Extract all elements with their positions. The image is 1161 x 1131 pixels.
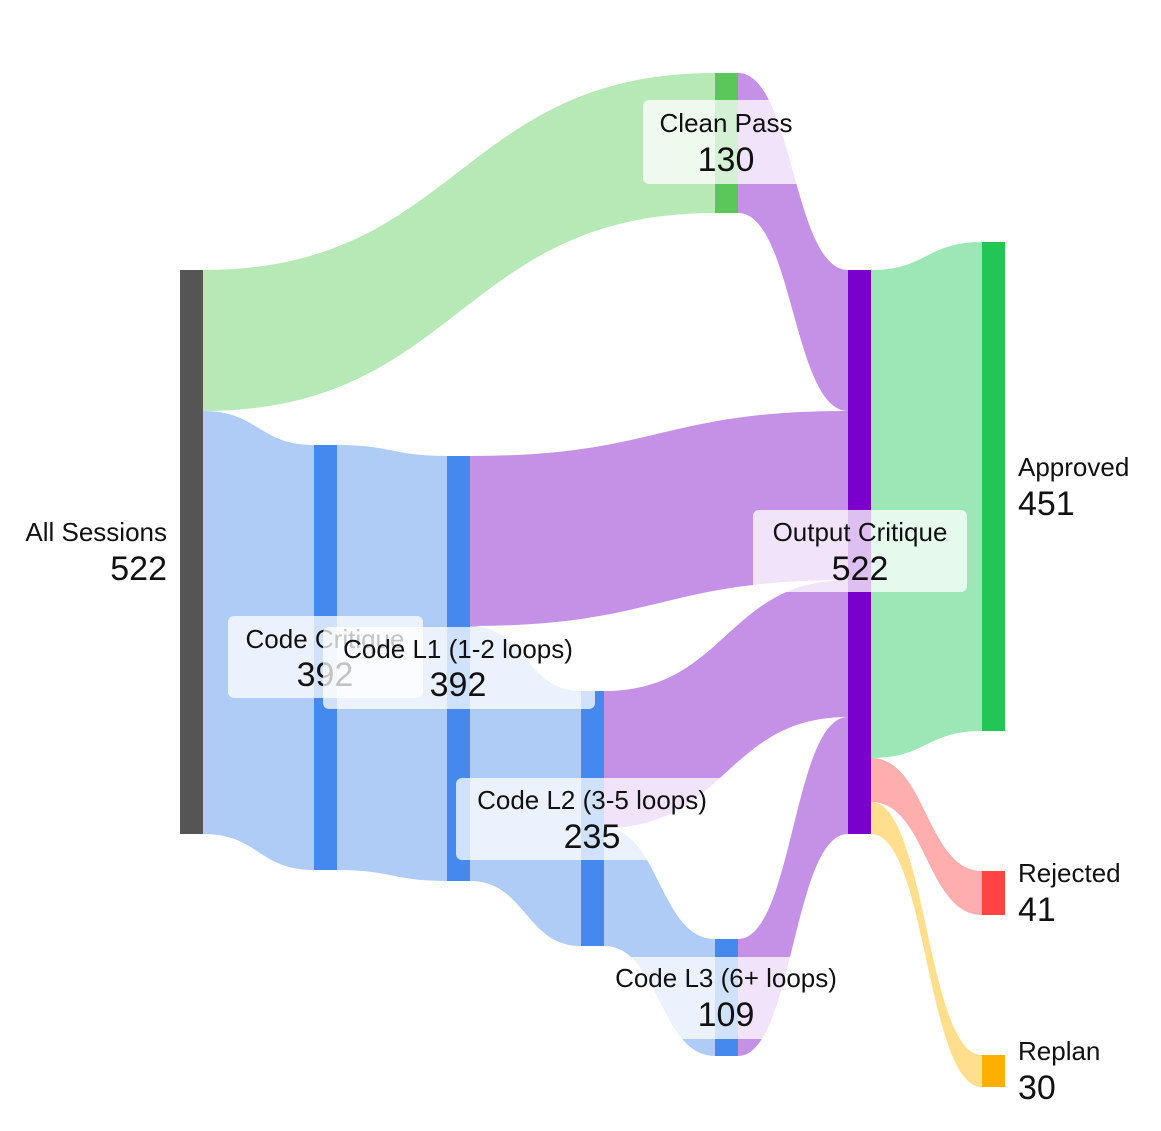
code-l2-name: Code L2 (3-5 loops) bbox=[477, 785, 707, 815]
output-critique-value: 522 bbox=[832, 550, 889, 588]
label-output-critique: Output Critique 522 bbox=[753, 510, 967, 592]
code-l1-value: 392 bbox=[430, 666, 487, 704]
flow-output-to-approved bbox=[871, 242, 982, 758]
code-l3-label-box bbox=[596, 957, 854, 1039]
output-critique-label-box bbox=[753, 510, 967, 592]
replan-name: Replan bbox=[1018, 1036, 1100, 1066]
code-l3-value: 109 bbox=[698, 996, 755, 1034]
node-approved bbox=[982, 242, 1005, 731]
flow-output-to-replan bbox=[871, 802, 982, 1087]
node-rejected bbox=[982, 871, 1005, 915]
clean-pass-label-box bbox=[643, 100, 810, 184]
label-code-l2: Code L2 (3-5 loops) 235 bbox=[456, 778, 731, 860]
output-critique-name: Output Critique bbox=[773, 517, 948, 547]
code-l1-label-box bbox=[323, 627, 595, 709]
label-clean-pass: Clean Pass 130 bbox=[643, 100, 810, 184]
flow-l2-to-output bbox=[604, 580, 848, 828]
label-replan: Replan 30 bbox=[1018, 1036, 1100, 1107]
label-approved: Approved 451 bbox=[1018, 452, 1129, 523]
label-code-l3: Code L3 (6+ loops) 109 bbox=[596, 957, 854, 1039]
clean-pass-name: Clean Pass bbox=[660, 108, 793, 138]
approved-name: Approved bbox=[1018, 452, 1129, 482]
node-replan bbox=[982, 1055, 1005, 1087]
all-sessions-value: 522 bbox=[110, 550, 167, 588]
code-l2-value: 235 bbox=[564, 818, 621, 856]
all-sessions-name: All Sessions bbox=[25, 517, 167, 547]
label-all-sessions: All Sessions 522 bbox=[25, 517, 167, 588]
label-code-l1: Code L1 (1-2 loops) 392 bbox=[323, 627, 595, 709]
rejected-name: Rejected bbox=[1018, 858, 1121, 888]
replan-value: 30 bbox=[1018, 1069, 1056, 1107]
flow-output-to-rejected bbox=[871, 758, 982, 915]
code-l3-name: Code L3 (6+ loops) bbox=[615, 963, 837, 993]
approved-value: 451 bbox=[1018, 485, 1075, 523]
clean-pass-value: 130 bbox=[698, 141, 755, 179]
node-all-sessions bbox=[180, 270, 203, 834]
rejected-value: 41 bbox=[1018, 891, 1056, 929]
label-rejected: Rejected 41 bbox=[1018, 858, 1121, 929]
sankey-labels: All Sessions 522 Clean Pass 130 Code Cri… bbox=[25, 100, 1129, 1107]
code-l1-name: Code L1 (1-2 loops) bbox=[343, 634, 573, 664]
code-l2-label-box bbox=[456, 778, 731, 860]
flow-all-to-clean-pass bbox=[203, 73, 715, 411]
